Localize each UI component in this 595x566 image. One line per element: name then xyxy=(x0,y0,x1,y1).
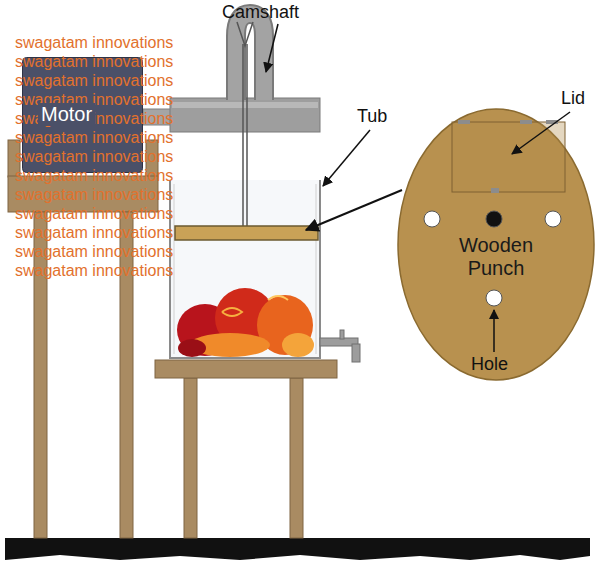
punch-disc-outline xyxy=(398,109,594,380)
part-label: Camshaft xyxy=(222,2,299,23)
leader-arrows xyxy=(266,24,570,352)
clothes xyxy=(222,308,242,316)
watermark: swagatam innovations xyxy=(15,185,173,204)
leader-arrows xyxy=(323,130,370,186)
watermark: swagatam innovations xyxy=(15,147,173,166)
ground xyxy=(5,538,590,560)
camshaft xyxy=(170,98,320,132)
motor-stand xyxy=(34,212,47,538)
part-label: Hole xyxy=(471,354,508,375)
leader-arrows xyxy=(306,190,402,230)
clothes xyxy=(282,333,314,357)
watermark: swagatam innovations xyxy=(15,52,173,71)
camshaft xyxy=(170,14,320,132)
watermark: swagatam innovations xyxy=(15,223,173,242)
lid-outline xyxy=(491,188,499,193)
part-label: Lid xyxy=(561,88,585,109)
tub xyxy=(170,180,320,358)
watermark: swagatam innovations xyxy=(15,166,173,185)
tub-stand xyxy=(184,378,197,538)
tub-stand xyxy=(290,378,303,538)
camshaft xyxy=(236,14,264,100)
node-text: Wooden Punch xyxy=(441,234,551,280)
watermark: swagatam innovations xyxy=(15,261,173,280)
clothes xyxy=(177,288,314,357)
camshaft xyxy=(236,14,264,100)
punch-plate xyxy=(175,226,318,240)
punch-holes xyxy=(424,211,561,306)
motor-stand xyxy=(120,212,133,538)
lid-outline xyxy=(520,120,532,124)
lid-outline xyxy=(452,120,565,193)
tap xyxy=(352,344,360,362)
tub-stand xyxy=(155,360,337,538)
leader-arrows xyxy=(493,310,495,352)
watermark: swagatam innovations xyxy=(15,204,173,223)
tub xyxy=(170,180,320,358)
connecting-rod xyxy=(237,22,253,227)
watermark: swagatam innovations xyxy=(15,128,173,147)
watermark: swagatam innovations xyxy=(15,71,173,90)
tub xyxy=(170,180,320,358)
leader-arrows xyxy=(512,112,570,154)
tap xyxy=(320,330,360,362)
lid-outline xyxy=(458,120,470,124)
punch-holes xyxy=(486,211,502,227)
tap xyxy=(340,330,344,339)
clothes xyxy=(178,339,206,357)
part-label: Tub xyxy=(357,106,387,127)
watermark: swagatam innovations xyxy=(15,242,173,261)
punch-holes xyxy=(424,211,440,227)
node-text: Motor xyxy=(38,103,95,126)
punch-holes xyxy=(545,211,561,227)
watermark: swagatam innovations xyxy=(15,33,173,52)
connecting-rod xyxy=(237,22,253,46)
punch-plate xyxy=(175,226,318,240)
clothes xyxy=(268,296,288,300)
lid-outline xyxy=(452,122,565,192)
punch-holes xyxy=(486,290,502,306)
camshaft xyxy=(172,102,318,108)
connecting-rod xyxy=(243,44,247,227)
leader-arrows xyxy=(266,24,278,72)
ground xyxy=(5,538,590,560)
tub-stand xyxy=(155,360,337,378)
